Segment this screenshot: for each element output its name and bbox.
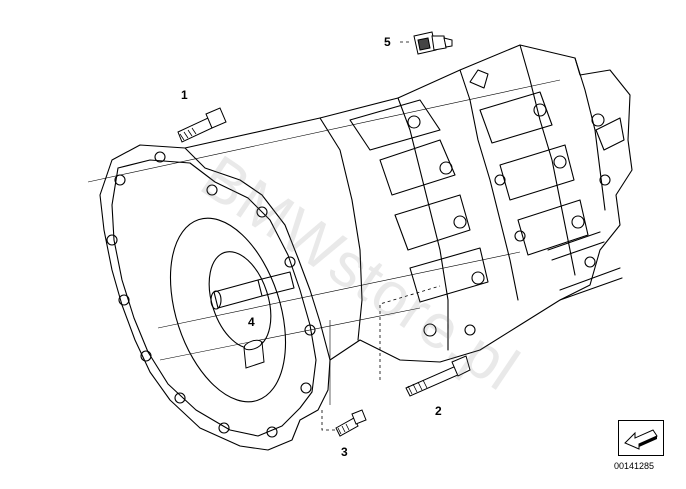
reference-number: 00141285 [614,461,655,471]
callout-2: 2 [435,404,442,418]
part-4-sleeve [243,339,265,369]
reference-box [618,420,664,456]
callout-5: 5 [384,35,391,49]
callout-4: 4 [248,315,255,329]
part-5-switch [413,31,453,55]
arrow-icon [624,429,658,450]
part-2-bolt [405,355,471,397]
gearbox-body-outline [184,44,633,363]
part-3-bolt [335,409,367,437]
callout-3: 3 [341,445,348,459]
callout-1: 1 [181,88,188,102]
leader-line-3 [321,410,336,431]
leader-line-2 [379,285,441,380]
bell-housing-outline [99,144,331,451]
part-1-bolt [177,107,227,143]
